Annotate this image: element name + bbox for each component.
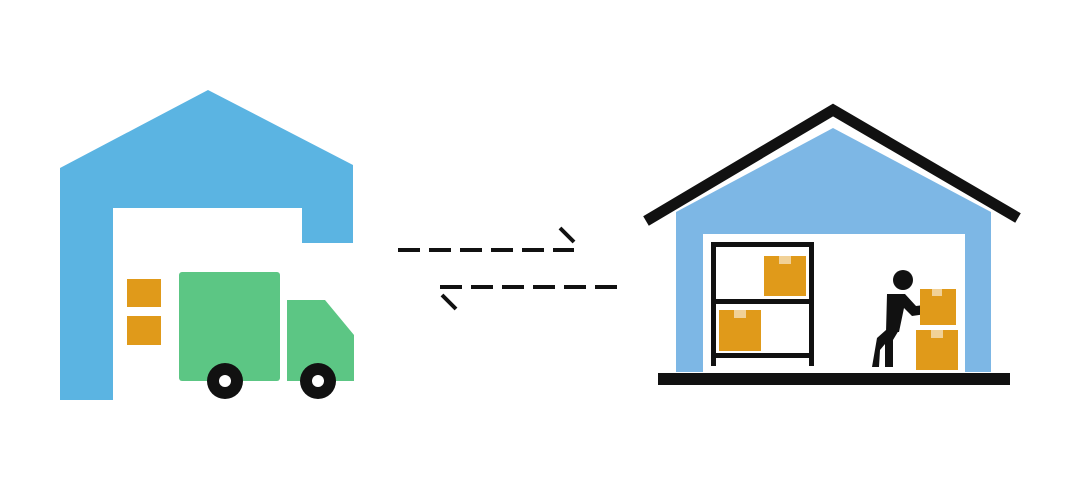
arrow-left-icon <box>440 285 617 311</box>
warehouse-with-truck-icon <box>60 90 354 400</box>
worker-icon <box>872 270 933 367</box>
worker-legs <box>872 330 899 367</box>
arrow-left-head <box>440 293 458 311</box>
shelf-box-lower <box>719 310 761 351</box>
left-box-top <box>127 279 161 307</box>
worker-head <box>893 270 913 290</box>
truck-cargo-body <box>179 272 280 381</box>
left-box-bottom <box>127 316 161 345</box>
truck-cab <box>287 300 354 381</box>
truck-icon <box>179 272 354 399</box>
worker-box-top <box>920 289 956 325</box>
arrow-right-head <box>558 226 576 244</box>
left-warehouse-shell <box>60 90 353 400</box>
truck-wheel-front <box>207 363 243 399</box>
roof-icon <box>643 103 1021 226</box>
warehouse-with-worker-icon <box>643 103 1021 385</box>
shelf-icon <box>711 242 814 366</box>
worker-body <box>886 294 933 332</box>
shelf-box-upper <box>764 256 806 296</box>
arrow-right-icon <box>398 226 576 252</box>
truck-wheel-rear <box>300 363 336 399</box>
worker-box-bottom <box>916 330 958 370</box>
floor-slab <box>658 373 1010 385</box>
